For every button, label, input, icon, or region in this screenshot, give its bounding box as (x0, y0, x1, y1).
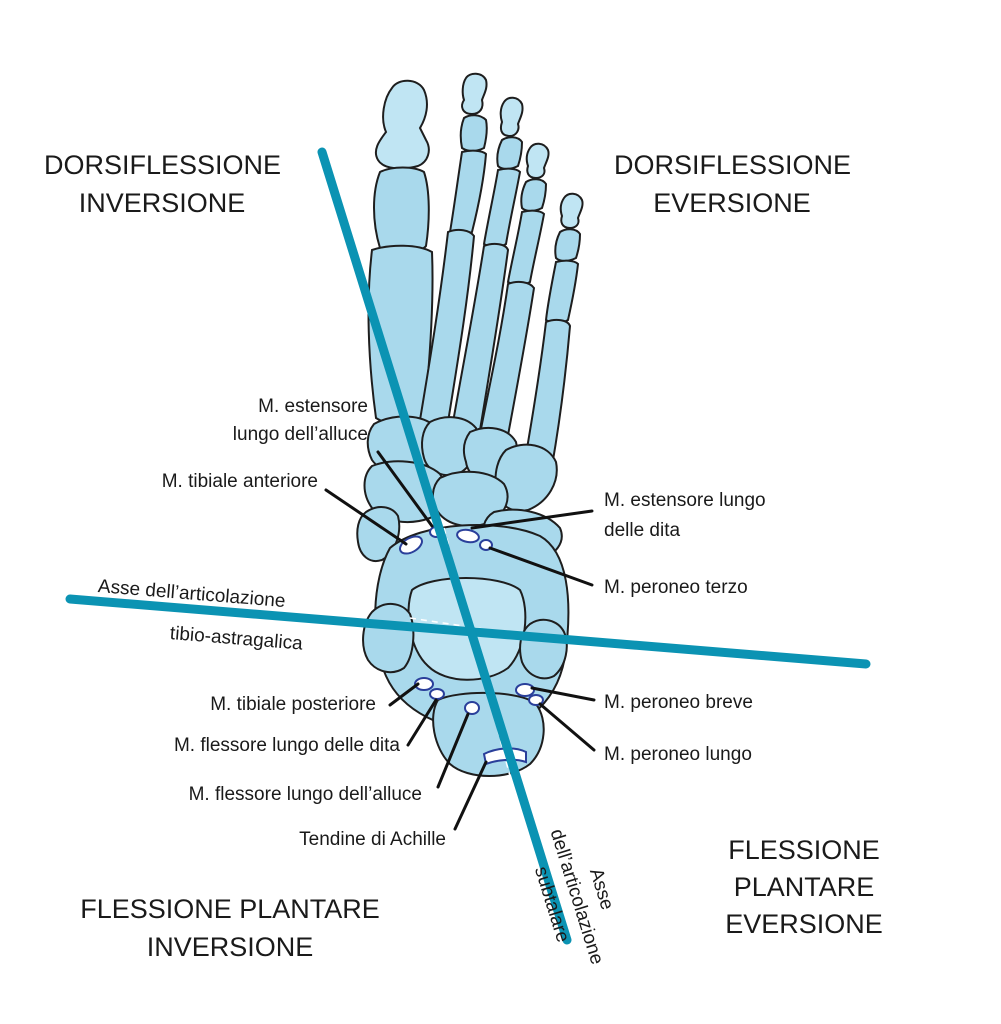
label-tibiale-posteriore: M. tibiale posteriore (210, 694, 376, 715)
label-peroneo-terzo: M. peroneo terzo (604, 577, 748, 598)
label-tendine-achille: Tendine di Achille (299, 829, 446, 850)
quadrant-bottom-left: FLESSIONE PLANTARE INVERSIONE (80, 890, 380, 966)
label-ext-digitorum: M. estensore lungo delle dita (604, 486, 766, 546)
flex-digitorum-tendon (429, 688, 445, 700)
leader-lines (324, 450, 596, 831)
label-flessore-dita: M. flessore lungo delle dita (173, 735, 400, 756)
ext-digitorum-tendon (456, 528, 480, 544)
subtalar-axis-line (317, 147, 572, 945)
quadrant-top-left-line2: INVERSIONE (78, 188, 246, 218)
tib-ant-tendon (399, 535, 423, 555)
quadrant-bottom-right-line3: EVERSIONE (725, 909, 883, 939)
quadrant-bottom-right-line2: PLANTARE (733, 872, 875, 902)
label-ext-hallucis: M. estensore lungo dell’alluce (140, 393, 368, 449)
tib-post-tendon (414, 677, 434, 691)
quadrant-bottom-left-line2: INVERSIONE (146, 932, 314, 962)
quadrant-top-left-line1: DORSIFLESSIONE (44, 150, 282, 180)
quadrant-bottom-right-line1: FLESSIONE (728, 835, 880, 865)
metatarsals (367, 228, 572, 473)
tendon-sections (399, 526, 544, 766)
phalanges (373, 72, 584, 324)
achilles-tendon (482, 747, 527, 766)
quadrant-bottom-right: FLESSIONE PLANTARE EVERSIONE (716, 832, 892, 943)
quadrant-top-left: DORSIFLESSIONE INVERSIONE (44, 146, 282, 222)
label-peroneo-lungo: M. peroneo lungo (604, 744, 752, 765)
label-ext-hallucis-line2: lungo dell’alluce (232, 424, 368, 445)
quadrant-top-right-line2: EVERSIONE (653, 188, 811, 218)
label-ext-digitorum-line2: delle dita (604, 520, 681, 541)
label-ext-hallucis-line1: M. estensore (258, 396, 368, 417)
peroneus-longus-tendon (528, 694, 544, 706)
quadrant-top-right-line1: DORSIFLESSIONE (614, 150, 852, 180)
label-peroneo-breve: M. peroneo breve (604, 692, 753, 713)
quadrant-bottom-left-line1: FLESSIONE PLANTARE (80, 894, 380, 924)
peroneus-brevis-tendon (515, 683, 535, 697)
label-tibiale-anteriore: M. tibiale anteriore (161, 471, 318, 492)
label-ext-digitorum-line1: M. estensore lungo (604, 490, 766, 511)
flex-hallucis-tendon (464, 701, 480, 715)
label-flessore-alluce: M. flessore lungo dell’alluce (188, 784, 422, 805)
quadrant-top-right: DORSIFLESSIONE EVERSIONE (614, 146, 852, 222)
